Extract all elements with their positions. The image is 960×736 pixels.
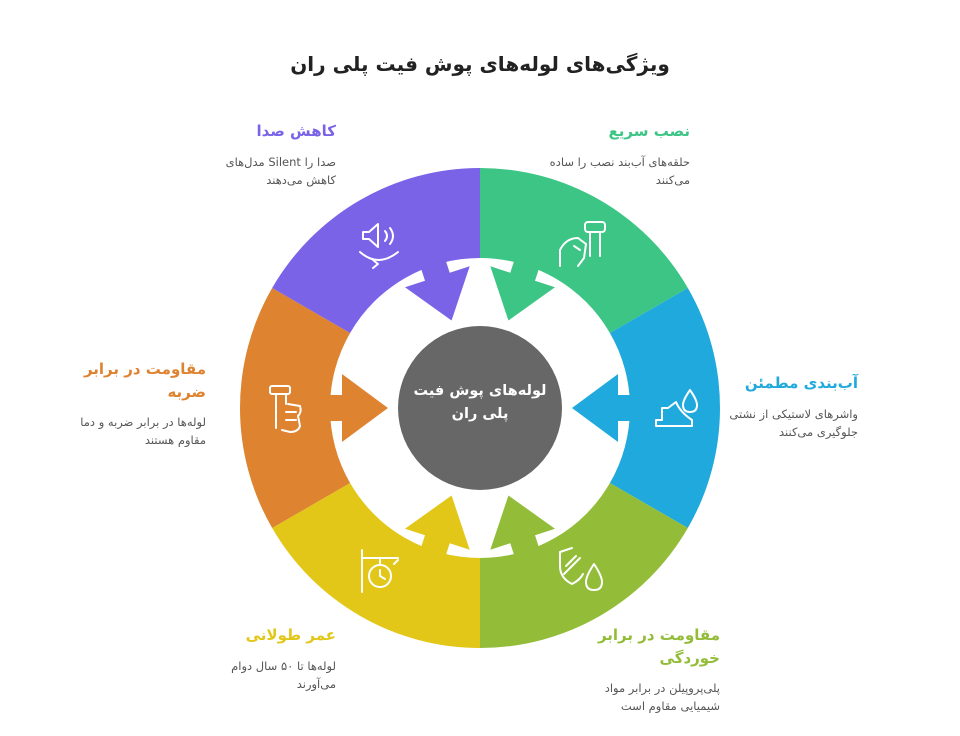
feature-quick-install: نصب سریع حلقه‌های آب‌بند نصب را ساده می‌… <box>540 120 690 189</box>
segment-quick-install <box>480 168 688 333</box>
arrow-sealing <box>572 374 652 442</box>
hand-pipe-icon <box>559 221 606 267</box>
feature-title: کاهش صدا <box>256 122 336 140</box>
feature-durability: عمر طولانی لوله‌ها تا ۵۰ سال دوام می‌آور… <box>186 624 336 693</box>
feature-desc-line: حلقه‌های آب‌بند نصب را ساده <box>549 154 690 169</box>
arrow-durability <box>405 495 470 576</box>
segment-impact <box>240 288 351 528</box>
center-line-2: پلی ران <box>451 406 509 423</box>
segment-corrosion <box>480 483 688 648</box>
feature-desc-line: شیمیایی مقاوم است <box>620 699 720 714</box>
arrow-impact <box>308 374 388 442</box>
arrow-corrosion <box>490 495 555 576</box>
feature-desc-line: می‌کنند <box>655 172 690 187</box>
feature-title: آب‌بندی مطمئن <box>744 374 858 392</box>
hand-grip-icon <box>269 385 302 433</box>
feature-desc-line: صدا را Silent مدل‌های <box>225 154 336 169</box>
segment-noise <box>272 168 480 333</box>
feature-corrosion: مقاومت در برابر خوردگی پلی‌پروپیلن در بر… <box>570 624 720 716</box>
water-drop-icon <box>655 389 698 427</box>
center-hub <box>398 326 562 490</box>
feature-desc-line: پلی‌پروپیلن در برابر مواد <box>604 681 720 695</box>
feature-title: عمر طولانی <box>245 626 336 644</box>
timer-sign-icon <box>361 549 399 593</box>
center-line-1: لوله‌های پوش فیت <box>413 383 547 399</box>
feature-desc-line: می‌آورند <box>296 676 336 691</box>
feature-desc-line: لوله‌ها در برابر ضربه و دما <box>80 415 206 429</box>
shield-drop-icon <box>559 547 603 591</box>
speaker-icon <box>359 223 399 269</box>
arrow-quick-install <box>490 240 555 321</box>
page-title: ویژگی‌های لوله‌های پوش فیت پلی ران <box>290 52 670 76</box>
feature-title: مقاومت در برابر خوردگی <box>597 626 720 667</box>
feature-desc-line: واشرهای لاستیکی از نشتی <box>729 406 858 421</box>
feature-title: مقاومت در برابر ضربه <box>83 360 206 401</box>
feature-desc-line: لوله‌ها تا ۵۰ سال دوام <box>231 658 336 673</box>
feature-sealing: آب‌بندی مطمئن واشرهای لاستیکی از نشتی جل… <box>708 372 858 441</box>
feature-title: نصب سریع <box>608 122 690 140</box>
feature-desc-line: جلوگیری می‌کنند <box>778 424 858 439</box>
arrow-noise <box>405 240 470 321</box>
feature-impact: مقاومت در برابر ضربه لوله‌ها در برابر ضر… <box>56 358 206 450</box>
feature-noise: کاهش صدا صدا را Silent مدل‌های کاهش می‌د… <box>186 120 336 189</box>
feature-desc-line: کاهش می‌دهند <box>266 172 336 187</box>
center-label: لوله‌های پوش فیت پلی ران <box>402 380 558 426</box>
feature-desc-line: مقاوم هستند <box>144 433 206 448</box>
